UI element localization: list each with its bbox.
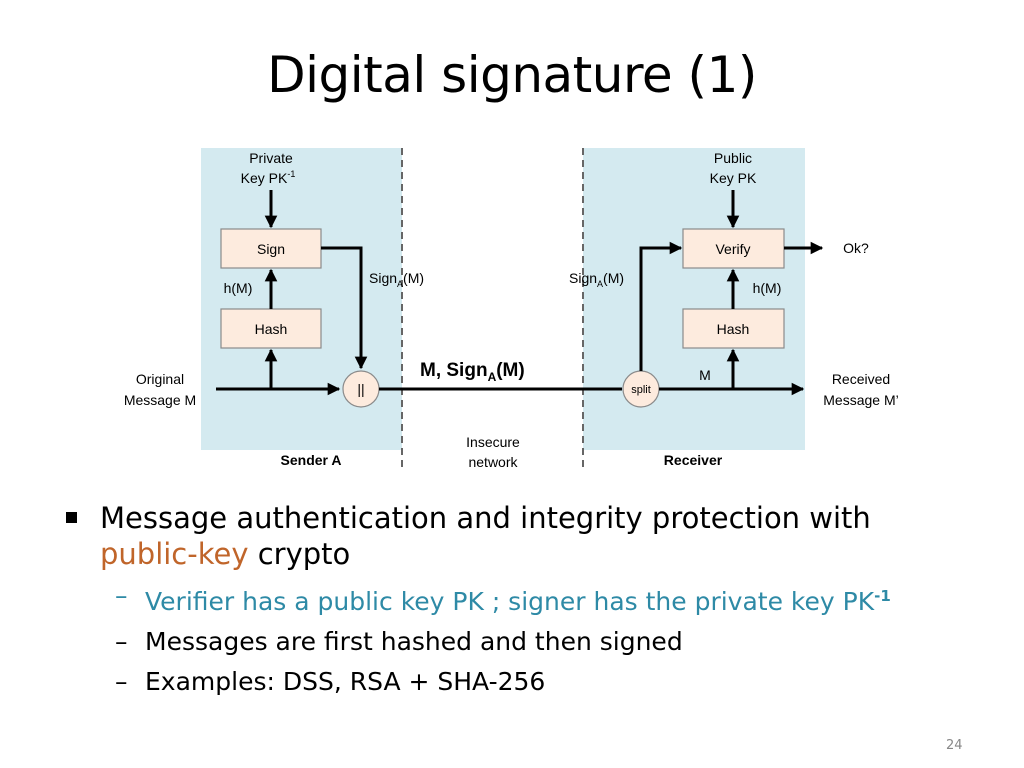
sign-output-arrow [321,246,368,370]
bullet-sub-examples: – Examples: DSS, RSA + SHA-256 [62,662,962,702]
bullet-sub-verifier-text: Verifier has a public key PK ; signer ha… [145,587,875,616]
dash-bullet-icon: – [115,627,128,656]
bullet-main-text: Message authentication and integrity pro… [100,501,871,535]
bullet-sub-hashed: – Messages are first hashed and then sig… [62,622,962,662]
ok-label: Ok? [843,240,869,256]
slide-title: Digital signature (1) [267,46,757,104]
bullet-list: Message authentication and integrity pro… [62,500,962,702]
sign-box-label: Sign [257,241,285,257]
public-key-label-line1: Public [714,150,752,166]
bullet-main-tail: crypto [248,537,351,571]
bullet-sub-examples-text: Examples: DSS, RSA + SHA-256 [145,667,546,696]
bullet-sub-hashed-text: Messages are first hashed and then signe… [145,627,683,656]
sign-box [220,228,322,269]
dash-bullet-icon: – [115,667,128,696]
verify-box [682,228,785,269]
received-message-line2: Message M’ [823,392,898,408]
m-label: M [699,367,711,383]
receiver-panel [583,148,805,450]
verify-box-label: Verify [715,241,750,257]
original-message-line2: Message M [124,392,196,408]
sign-a-label-sender: SignA(M) [369,270,424,289]
sign-a-label-receiver: SignA(M) [569,270,624,289]
network-label-line1: Insecure [466,434,520,450]
square-bullet-icon [66,512,77,523]
original-message-line1: Original [136,371,184,387]
hm-label-receiver: h(M) [753,280,782,296]
split-symbol: split [631,384,651,396]
network-label-line2: network [468,454,518,470]
hash-box-receiver-label: Hash [717,321,750,337]
hm-label-sender: h(M) [224,280,253,296]
receiver-panel-label: Receiver [664,452,723,468]
bullet-main: Message authentication and integrity pro… [62,500,962,572]
sender-panel [201,148,402,450]
received-message-line1: Received [832,371,890,387]
private-key-superscript: -1 [287,169,295,179]
page-number: 24 [946,738,963,753]
wire-label: M, SignA(M) [420,360,525,384]
dash-bullet-icon: – [115,581,128,610]
private-key-label-line1: Private [249,150,293,166]
hash-box-sender-label: Hash [255,321,288,337]
hash-box-sender [220,308,322,349]
sender-panel-label: Sender A [281,452,342,468]
private-key-label-line2: Key PK-1 [241,169,296,186]
public-key-label-line2: Key PK [710,170,757,186]
concat-symbol: || [357,381,364,397]
bullet-sub-verifier-sup: -1 [874,587,891,605]
digital-signature-diagram: Sign Hash Verify Hash || split Private K… [124,148,899,470]
split-to-verify-arrow [639,241,683,371]
public-key-accent: public-key [100,537,249,571]
bullet-sub-verifier: – Verifier has a public key PK ; signer … [62,576,962,622]
